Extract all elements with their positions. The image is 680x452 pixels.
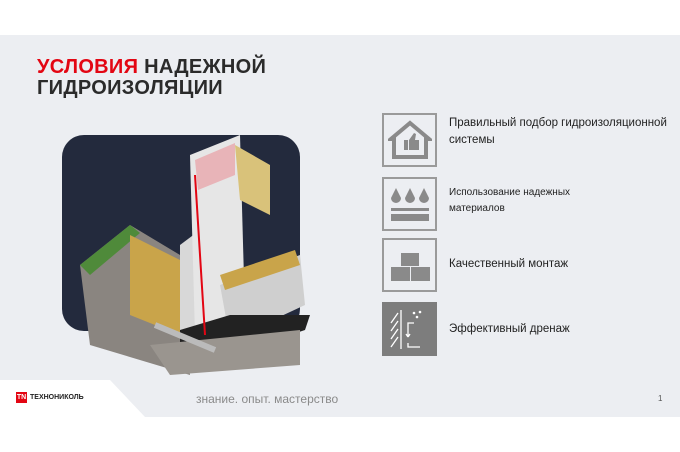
company-logo: TN ТЕХНОНИКОЛЬ bbox=[16, 392, 84, 403]
slide: УСЛОВИЯ НАДЕЖНОЙ ГИДРОИЗОЛЯЦИИ Правильны… bbox=[0, 35, 680, 417]
foundation-illustration bbox=[80, 135, 310, 375]
tagline: знание. опыт. мастерство bbox=[196, 392, 339, 406]
logo-mark-icon: TN bbox=[16, 392, 27, 403]
house-thumbs-up-icon bbox=[382, 113, 437, 167]
item-label: Качественный монтаж bbox=[449, 258, 569, 270]
page-number: 1 bbox=[658, 394, 663, 403]
item-label: Использование надежных материалов bbox=[449, 187, 571, 214]
drops-layers-icon bbox=[382, 177, 437, 231]
slide-title: УСЛОВИЯ НАДЕЖНОЙ ГИДРОИЗОЛЯЦИИ bbox=[37, 56, 267, 99]
bricks-icon bbox=[382, 238, 437, 292]
drainage-icon bbox=[382, 302, 437, 356]
item-label: Эффективный дренаж bbox=[449, 323, 570, 335]
item-label: Правильный подбор гидроизоляционной сист… bbox=[449, 117, 667, 146]
